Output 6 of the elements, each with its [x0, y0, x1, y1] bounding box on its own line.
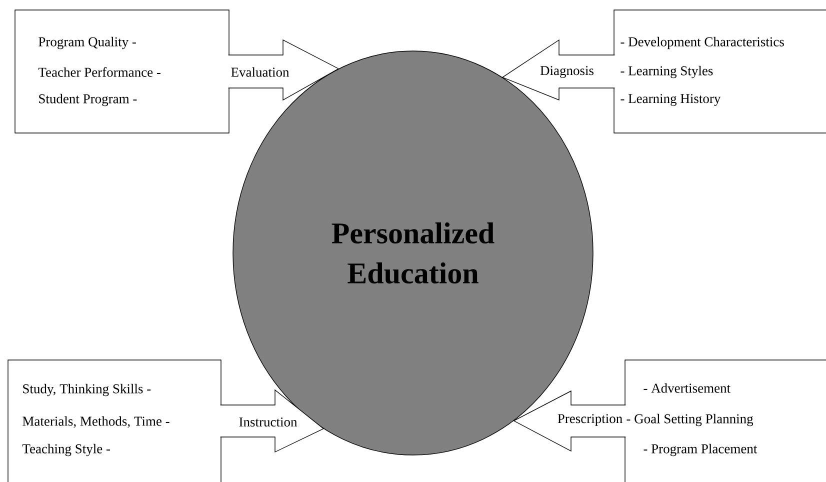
list-box: - Development Characteristics - Learning Styles - Learning History [614, 10, 826, 134]
edge-label: Diagnosis [539, 65, 595, 79]
list-box: - Advertisement - Goal Setting Planning - Program Placement [624, 360, 826, 482]
edge-label: Evaluation [230, 66, 290, 78]
list-box: Study, Thinking Skills - Materials, Methods, Time - Teaching Style - [8, 360, 222, 482]
list-box: Program Quality - Teacher Performance - Student Program - [14, 10, 230, 134]
